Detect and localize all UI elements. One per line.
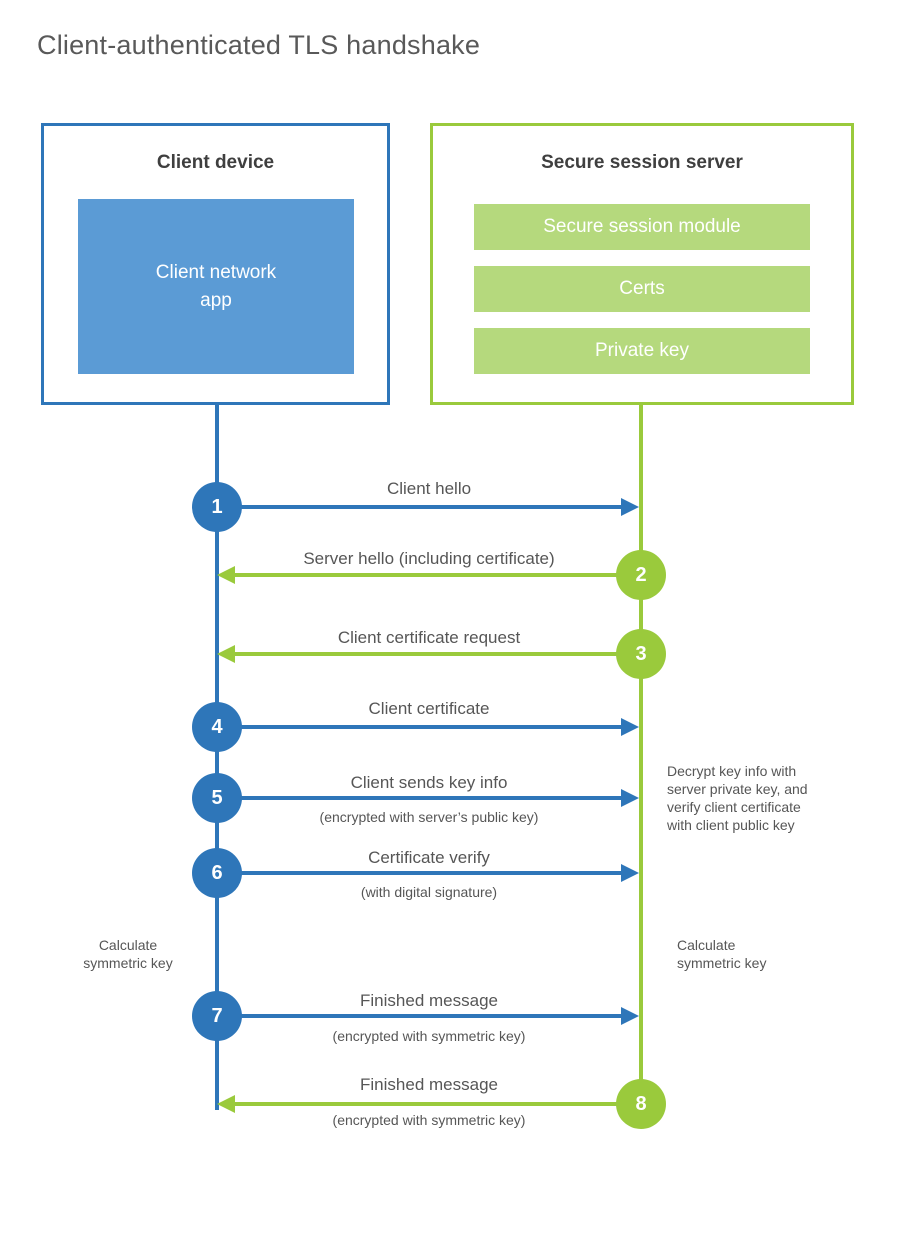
server-box: Secure session server Secure session mod… — [430, 123, 854, 405]
step-number: 8 — [635, 1092, 647, 1115]
message-sublabel-finished-client: (encrypted with symmetric key) — [332, 1028, 526, 1044]
server-title: Secure session server — [541, 152, 743, 173]
message-label-client-certificate: Client certificate — [368, 699, 490, 718]
arrow-finished-server — [233, 1102, 641, 1106]
note-decrypt-key-info: Decrypt key info with server private key… — [667, 763, 808, 833]
client-device-box: Client device Client network app — [41, 123, 390, 405]
arrow-cert-request — [233, 652, 641, 656]
client-network-app-box: Client network app — [78, 199, 354, 374]
arrowhead-right-icon — [621, 789, 639, 807]
arrow-server-hello — [233, 573, 641, 577]
arrowhead-left-icon — [217, 566, 235, 584]
step-number: 5 — [211, 786, 223, 809]
step-number: 1 — [211, 495, 223, 518]
step-number: 6 — [211, 861, 223, 884]
message-label-finished-client: Finished message — [360, 991, 498, 1010]
step-number: 3 — [635, 642, 647, 665]
arrowhead-left-icon — [217, 1095, 235, 1113]
message-label-finished-server: Finished message — [360, 1075, 498, 1094]
step-circle-2: 2 — [616, 550, 666, 600]
arrow-client-hello — [217, 505, 623, 509]
server-lifeline — [639, 405, 643, 1081]
step-circle-6: 6 — [192, 848, 242, 898]
step-circle-3: 3 — [616, 629, 666, 679]
step-number: 2 — [635, 563, 647, 586]
message-label-client-hello: Client hello — [386, 479, 472, 498]
step-number: 7 — [211, 1004, 223, 1027]
client-app-label-line1: Client network — [155, 261, 277, 283]
message-sublabel-key-info: (encrypted with server’s public key) — [319, 809, 539, 825]
page-title: Client-authenticated TLS handshake — [37, 30, 481, 60]
client-device-title: Client device — [156, 152, 275, 173]
arrow-finished-client — [217, 1014, 623, 1018]
arrowhead-right-icon — [621, 864, 639, 882]
client-lifeline — [215, 405, 219, 1110]
step-circle-4: 4 — [192, 702, 242, 752]
arrow-client-certificate — [217, 725, 623, 729]
step-circle-5: 5 — [192, 773, 242, 823]
arrow-certificate-verify — [217, 871, 623, 875]
step-number: 4 — [211, 715, 223, 738]
step-circle-8: 8 — [616, 1079, 666, 1129]
server-module-private-key: Private key — [474, 328, 810, 374]
step-circle-7: 7 — [192, 991, 242, 1041]
message-sublabel-finished-server: (encrypted with symmetric key) — [332, 1112, 526, 1128]
arrowhead-right-icon — [621, 1007, 639, 1025]
message-sublabel-certificate-verify: (with digital signature) — [360, 884, 498, 900]
arrowhead-right-icon — [621, 498, 639, 516]
arrowhead-right-icon — [621, 718, 639, 736]
note-calc-symmetric-key-right: Calculate symmetric key — [677, 937, 767, 971]
message-label-cert-request: Client certificate request — [337, 628, 521, 647]
message-label-server-hello: Server hello (including certificate) — [303, 549, 555, 568]
message-label-key-info: Client sends key info — [350, 773, 508, 792]
step-circle-1: 1 — [192, 482, 242, 532]
arrowhead-left-icon — [217, 645, 235, 663]
message-label-certificate-verify: Certificate verify — [368, 848, 490, 867]
client-app-label-line2: app — [200, 289, 232, 311]
server-module-certs: Certs — [474, 266, 810, 312]
server-module-secure-session: Secure session module — [474, 204, 810, 250]
note-calc-symmetric-key-left: Calculate symmetric key — [83, 937, 173, 971]
arrow-key-info — [217, 796, 623, 800]
